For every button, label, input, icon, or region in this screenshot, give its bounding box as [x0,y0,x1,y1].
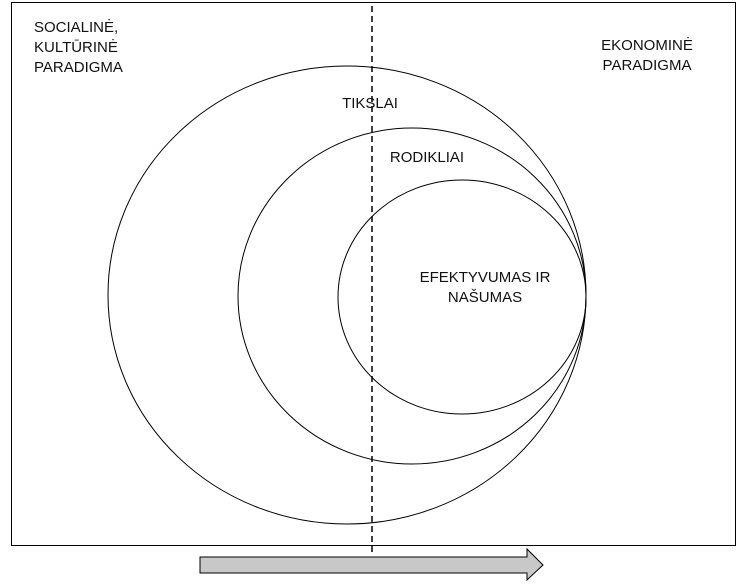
economic-paradigm-label: EKONOMINĖ PARADIGMA [601,37,693,74]
indicators-label: RODIKLIAI [389,149,465,166]
social-cultural-paradigm-label: SOCIALINĖ, KULTŪRINĖ PARADIGMA [34,19,123,76]
inner-circle [337,179,587,415]
goals-label: TIKSLAI [342,95,398,112]
efficiency-productivity-label: EFEKTYVUMAS IR NAŠUMAS [419,269,551,306]
direction-arrow [199,547,544,582]
diagram-frame [11,2,736,546]
